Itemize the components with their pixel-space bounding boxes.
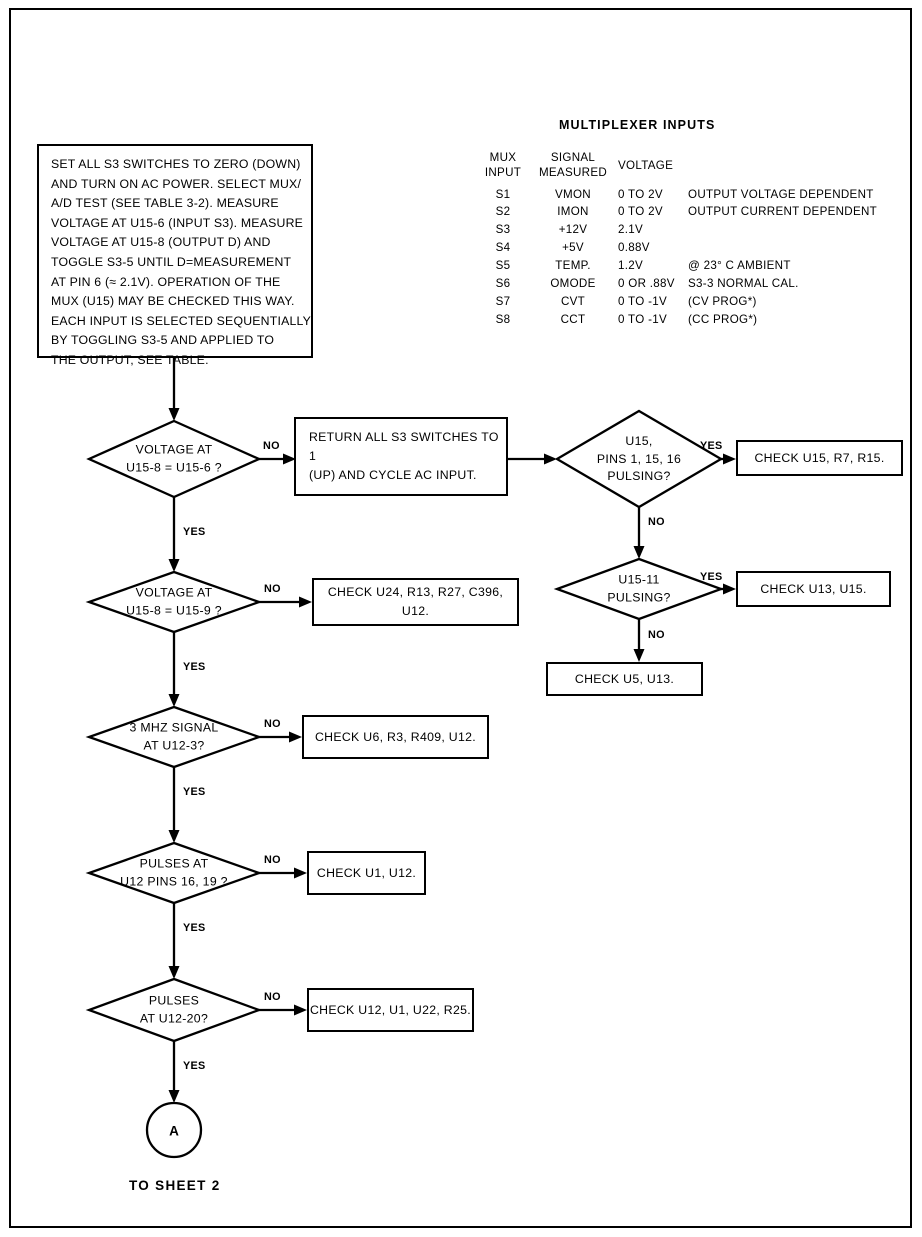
table-row-input: S6 [495, 277, 511, 290]
mux-table-header-signal: SIGNAL MEASURED [538, 151, 608, 179]
table-row-signal: IMON [557, 205, 589, 218]
branch-label-no: NO [648, 516, 665, 528]
table-row-signal: +12V [558, 223, 588, 236]
branch-label-no: NO [264, 718, 281, 730]
table-row-voltage: 2.1V [618, 223, 644, 236]
process-box-p7-label: CHECK U13, U15. [760, 581, 867, 596]
table-row-input: S4 [495, 241, 511, 254]
table-row-notes: OUTPUT VOLTAGE DEPENDENT [688, 188, 874, 201]
page-border [9, 8, 912, 1228]
decision-d4-label: PULSES AT U12 PINS 16, 19 ? [120, 856, 228, 889]
process-box-p1-label: RETURN ALL S3 SWITCHES TO 1 (UP) AND CYC… [309, 430, 499, 482]
process-box-p7: CHECK U13, U15. [736, 571, 891, 607]
process-box-p6-label: CHECK U15, R7, R15. [754, 450, 885, 465]
decision-d1-label: VOLTAGE AT U15-8 = U15-6 ? [126, 442, 222, 475]
decision-d2-label: VOLTAGE AT U15-8 = U15-9 ? [126, 585, 222, 618]
table-row-input: S2 [495, 205, 511, 218]
process-box-p8: CHECK U5, U13. [546, 662, 703, 696]
branch-label-yes: YES [700, 571, 723, 583]
branch-label-yes: YES [183, 526, 206, 538]
instruction-box [37, 144, 313, 358]
offpage-connector-letter: A [169, 1123, 179, 1139]
instruction-text: SET ALL S3 SWITCHES TO ZERO (DOWN) AND T… [51, 157, 312, 367]
table-row-voltage: 0 TO -1V [618, 295, 668, 308]
table-row-input: S8 [495, 313, 511, 326]
branch-label-no: NO [263, 440, 280, 452]
to-sheet-caption: TO SHEET 2 [129, 1178, 221, 1193]
process-box-p4: CHECK U1, U12. [307, 851, 426, 895]
branch-label-no: NO [264, 854, 281, 866]
mux-table-title: MULTIPLEXER INPUTS [559, 118, 716, 132]
table-row-signal: CVT [560, 295, 586, 308]
table-row-input: S1 [495, 188, 511, 201]
decision-d3-label: 3 MHZ SIGNAL AT U12-3? [129, 720, 219, 753]
process-box-p4-label: CHECK U1, U12. [316, 865, 417, 880]
table-row-voltage: 1.2V [618, 259, 644, 272]
table-row-input: S3 [495, 223, 511, 236]
table-row-voltage: 0 TO 2V [618, 188, 663, 201]
decision-d5-label: PULSES AT U12-20? [139, 993, 209, 1026]
table-row-input: S7 [495, 295, 511, 308]
process-box-p1: RETURN ALL S3 SWITCHES TO 1 (UP) AND CYC… [294, 417, 508, 496]
table-row-notes: (CV PROG*) [688, 295, 757, 308]
decision-d7-label: U15-11 PULSING? [607, 572, 671, 605]
mux-table-header-input: MUX INPUT [484, 151, 522, 179]
decision-d6-label: U15, PINS 1, 15, 16 PULSING? [596, 433, 682, 483]
branch-label-yes: YES [183, 661, 206, 673]
table-row-notes: (CC PROG*) [688, 313, 758, 326]
branch-label-yes: YES [700, 440, 723, 452]
branch-label-no: NO [264, 991, 281, 1003]
process-box-p3-label: CHECK U6, R3, R409, U12. [315, 729, 476, 744]
table-row-signal: +5V [562, 241, 584, 254]
table-row-voltage: 0 OR .88V [618, 277, 675, 290]
process-box-p2: CHECK U24, R13, R27, C396, U12. [312, 578, 519, 626]
branch-label-yes: YES [183, 922, 206, 934]
table-row-notes: S3-3 NORMAL CAL. [688, 277, 799, 290]
branch-label-no: NO [648, 629, 665, 641]
table-row-voltage: 0 TO 2V [618, 205, 663, 218]
table-row-signal: CCT [560, 313, 586, 326]
branch-label-yes: YES [183, 786, 206, 798]
table-row-voltage: 0.88V [618, 241, 650, 254]
process-box-p3: CHECK U6, R3, R409, U12. [302, 715, 489, 759]
branch-label-no: NO [264, 583, 281, 595]
table-row-signal: OMODE [550, 277, 596, 290]
process-box-p5: CHECK U12, U1, U22, R25. [307, 988, 474, 1032]
process-box-p5-label: CHECK U12, U1, U22, R25. [310, 1002, 471, 1017]
mux-table-header-voltage: VOLTAGE [618, 159, 674, 172]
table-row-input: S5 [495, 259, 511, 272]
table-row-signal: TEMP. [555, 259, 591, 272]
table-row-notes: OUTPUT CURRENT DEPENDENT [688, 205, 878, 218]
process-box-p2-label: CHECK U24, R13, R27, C396, U12. [327, 585, 504, 618]
table-row-signal: VMON [555, 188, 591, 201]
branch-label-yes: YES [183, 1060, 206, 1072]
process-box-p8-label: CHECK U5, U13. [574, 671, 675, 686]
process-box-p6: CHECK U15, R7, R15. [736, 440, 903, 476]
table-row-notes: @ 23° C AMBIENT [688, 259, 791, 272]
table-row-voltage: 0 TO -1V [618, 313, 668, 326]
